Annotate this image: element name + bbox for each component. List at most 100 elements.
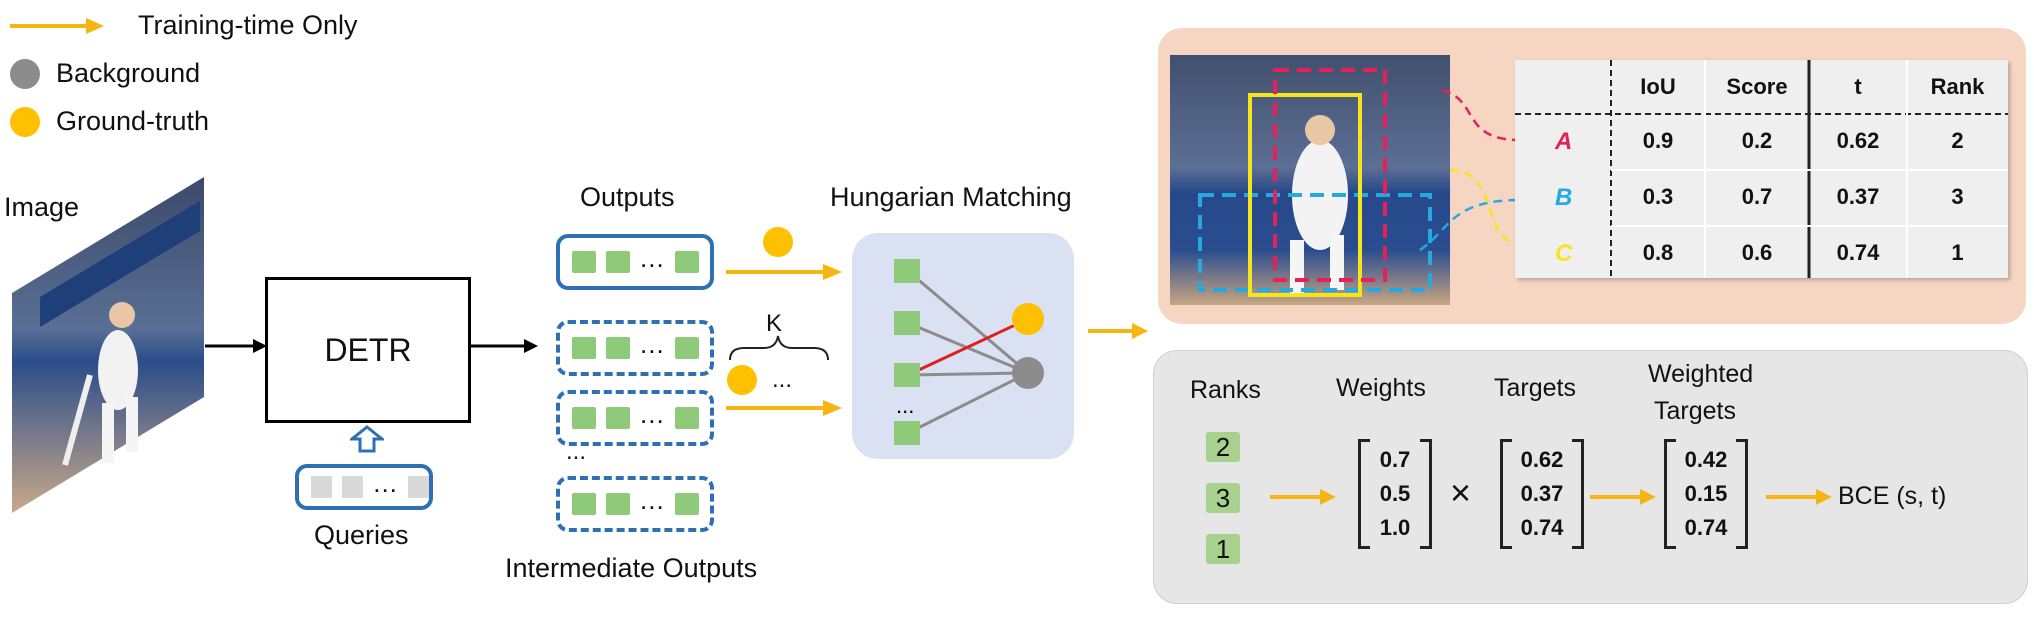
ground-truth-dot-icon — [10, 106, 40, 137]
target-value: 0.74 — [1520, 515, 1564, 540]
output-token — [674, 337, 699, 359]
weight-value: 1.0 — [1379, 515, 1411, 540]
queries-label: Queries — [314, 520, 409, 550]
target-value: 0.37 — [1520, 481, 1564, 506]
legend-background-label: Background — [56, 58, 201, 88]
output-token — [674, 493, 699, 515]
k-label: K — [766, 310, 783, 337]
cell-t: 0.37 — [1836, 184, 1880, 209]
arrow-detr-to-outputs — [468, 339, 538, 353]
intermediate-output-box: ... — [556, 390, 714, 446]
detr-label: DETR — [324, 331, 412, 368]
weights-title: Weights — [1336, 374, 1426, 402]
cell-t: 0.62 — [1836, 128, 1880, 153]
weighted-target-panel — [1153, 350, 2028, 604]
output-token — [572, 337, 596, 359]
multiply-sign: × — [1450, 472, 1472, 513]
cell-rank: 2 — [1951, 128, 1964, 153]
gt-dot-icon — [727, 365, 757, 395]
weighted-value: 0.42 — [1684, 447, 1728, 472]
rank-badge: 3 — [1206, 483, 1240, 513]
table-grid — [1515, 60, 2008, 278]
output-token — [606, 407, 630, 429]
weight-value: 0.7 — [1379, 447, 1411, 472]
output-token — [674, 251, 699, 273]
cell-score: 0.6 — [1741, 240, 1773, 265]
table-header-score: Score — [1726, 74, 1788, 99]
weighted-value: 0.15 — [1684, 481, 1728, 506]
matching-arrows — [726, 227, 842, 416]
row-label-c: C — [1555, 240, 1573, 267]
image-label: Image — [4, 192, 80, 222]
detr-block: DETR — [265, 277, 471, 423]
output-token — [572, 251, 596, 273]
bce-loss-label: BCE (s, t) — [1838, 482, 1947, 510]
legend-training: Training-time Only — [8, 10, 358, 41]
targets-matrix: 0.62 0.37 0.74 — [1500, 439, 1584, 549]
weighted-value: 0.74 — [1684, 515, 1728, 540]
target-value: 0.62 — [1520, 447, 1564, 472]
table-header-iou: IoU — [1640, 74, 1676, 99]
iou-score-table: IoU Score t Rank A 0.9 0.2 0.62 2 B 0.3 … — [1515, 60, 2008, 278]
arrow-image-to-detr — [205, 339, 267, 353]
legend-training-label: Training-time Only — [138, 10, 358, 40]
query-token — [407, 476, 429, 498]
output-token — [606, 493, 630, 515]
hungarian-matching-panel: ... — [852, 233, 1074, 459]
query-token — [342, 476, 364, 498]
hollow-up-arrow-icon — [350, 425, 384, 453]
legend-background: Background — [10, 58, 200, 89]
rank-badge: 1 — [1206, 534, 1240, 564]
cell-iou: 0.9 — [1642, 128, 1674, 153]
output-token — [572, 407, 596, 429]
weight-value: 0.5 — [1379, 481, 1411, 506]
weighted-targets-title-2: Targets — [1654, 397, 1736, 425]
output-ellipsis: ... — [640, 242, 665, 273]
final-output-box: ... — [556, 234, 714, 290]
arrow-to-right-panels — [1088, 323, 1148, 339]
intermediate-output-box: ... — [556, 476, 714, 532]
background-dot-icon — [10, 58, 40, 89]
output-token — [606, 251, 630, 273]
output-token — [606, 337, 630, 359]
intermediate-outputs-label: Intermediate Outputs — [505, 553, 758, 583]
output-ellipsis: ... — [640, 328, 665, 359]
cell-rank: 3 — [1951, 184, 1964, 209]
queries-ellipsis: ... — [373, 467, 398, 498]
box-connectors — [1419, 88, 1521, 252]
hungarian-matching-label: Hungarian Matching — [830, 182, 1072, 212]
vertical-ellipsis: ... — [566, 438, 587, 465]
table-header-t: t — [1854, 74, 1862, 99]
queries-box: ... — [295, 464, 433, 510]
output-token — [572, 493, 596, 515]
weighted-targets-matrix: 0.42 0.15 0.74 — [1664, 439, 1748, 549]
gt-dot-icon — [763, 227, 793, 257]
cell-score: 0.7 — [1741, 184, 1773, 209]
output-ellipsis: ... — [640, 484, 665, 515]
input-image — [12, 177, 204, 513]
intermediate-output-box: ... — [556, 320, 714, 376]
query-token — [311, 476, 333, 498]
outputs-label: Outputs — [580, 182, 675, 212]
row-label-b: B — [1555, 184, 1573, 211]
svg-text:...: ... — [896, 393, 914, 418]
cell-t: 0.74 — [1836, 240, 1880, 265]
rank-badge: 2 — [1206, 432, 1240, 462]
arrow-targets-to-weighted — [1590, 489, 1656, 505]
arrow-to-bce — [1766, 489, 1832, 505]
weighted-targets-title-1: Weighted — [1648, 360, 1754, 388]
cell-iou: 0.3 — [1642, 184, 1674, 209]
arrow-ranks-to-weights — [1270, 489, 1336, 505]
bipartite-graph: ... — [894, 259, 1044, 445]
cell-score: 0.2 — [1741, 128, 1773, 153]
ranks-title: Ranks — [1190, 376, 1261, 404]
legend-ground-truth-label: Ground-truth — [56, 106, 210, 136]
k-ellipsis: ... — [772, 366, 793, 393]
targets-title: Targets — [1494, 374, 1576, 402]
table-header-rank: Rank — [1930, 74, 1985, 99]
row-label-a: A — [1555, 128, 1573, 155]
tennis-photo — [1170, 55, 1450, 305]
cell-iou: 0.8 — [1642, 240, 1674, 265]
weights-matrix: 0.7 0.5 1.0 — [1358, 439, 1432, 549]
orange-arrow-icon — [10, 17, 104, 34]
